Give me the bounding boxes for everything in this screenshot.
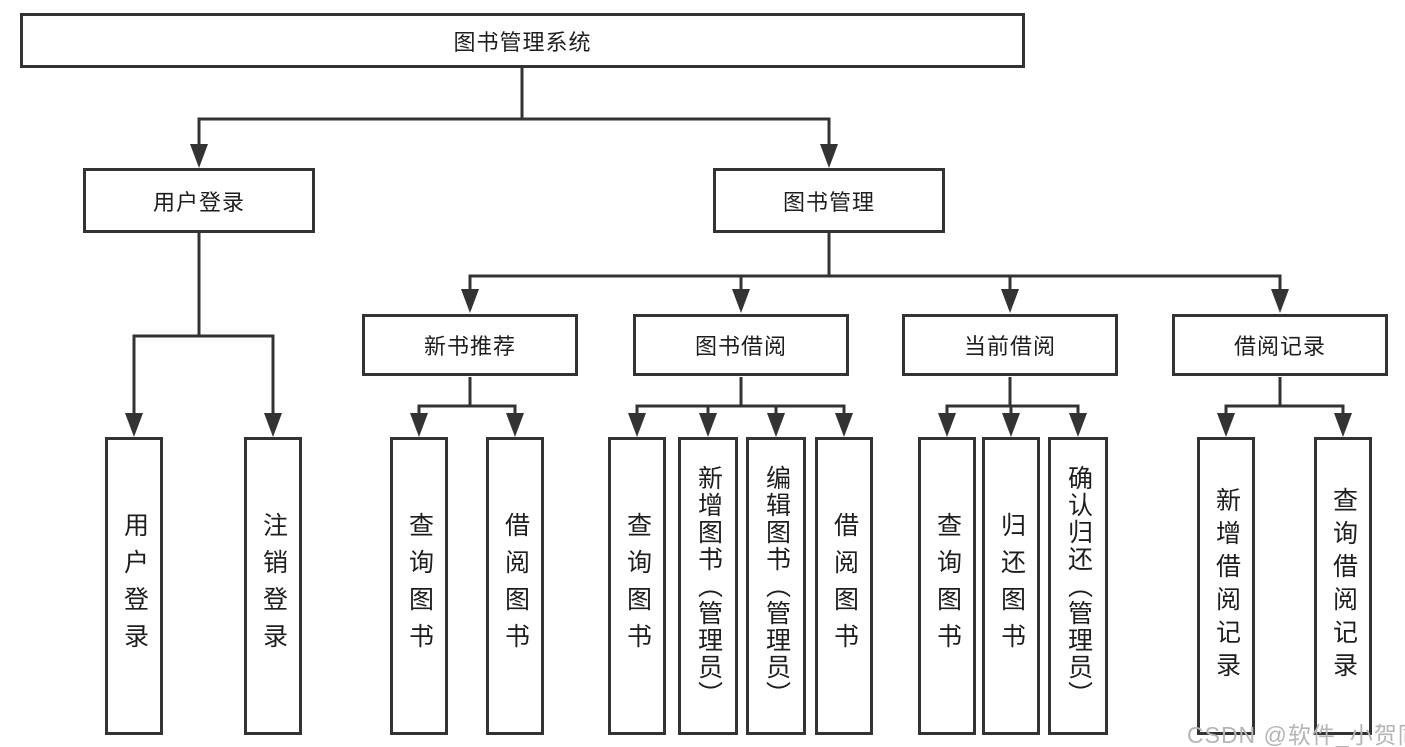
leaf-edit-book-admin: 编辑图书（管理员） <box>746 437 806 735</box>
leaf-borrow-books-borrowing: 借阅图书 <box>815 437 873 735</box>
leaf-add-book-admin: 新增图书（管理员） <box>678 437 738 735</box>
leaf-query-books-current-label: 查询图书 <box>933 512 962 660</box>
node-current-borrowing-label: 当前借阅 <box>963 334 1056 359</box>
leaf-borrow-books-recommend-label: 借阅图书 <box>501 512 530 660</box>
leaf-return-books-label: 归还图书 <box>997 512 1026 660</box>
leaf-return-books: 归还图书 <box>982 437 1040 735</box>
leaf-query-books-recommend-label: 查询图书 <box>405 512 434 660</box>
leaf-query-borrow-record: 查询借阅记录 <box>1314 437 1372 735</box>
leaf-user-login: 用户登录 <box>105 437 163 735</box>
leaf-logout: 注销登录 <box>244 437 302 735</box>
leaf-query-books-borrowing-label: 查询图书 <box>623 512 652 660</box>
node-root-label: 图书管理系统 <box>453 29 592 55</box>
node-user-login-label: 用户登录 <box>152 189 245 215</box>
watermark: CSDN @软件_小贺同学 <box>1187 722 1405 747</box>
leaf-edit-book-admin-label: 编辑图书（管理员） <box>762 464 791 708</box>
leaf-add-borrow-record-label: 新增借阅记录 <box>1212 487 1241 685</box>
arrowhead-icons <box>125 144 1352 437</box>
node-borrow-records-label: 借阅记录 <box>1233 334 1326 359</box>
leaf-query-books-recommend: 查询图书 <box>390 437 448 735</box>
node-book-borrowing-label: 图书借阅 <box>694 334 787 359</box>
node-user-login: 用户登录 <box>83 168 315 233</box>
leaf-query-books-current: 查询图书 <box>918 437 976 735</box>
node-root: 图书管理系统 <box>20 13 1025 68</box>
node-current-borrowing: 当前借阅 <box>902 314 1118 376</box>
leaf-query-borrow-record-label: 查询借阅记录 <box>1329 487 1358 685</box>
leaf-query-books-borrowing: 查询图书 <box>608 437 666 735</box>
node-book-management-label: 图书管理 <box>782 189 875 215</box>
node-book-borrowing: 图书借阅 <box>633 314 849 376</box>
leaf-borrow-books-borrowing-label: 借阅图书 <box>830 512 859 660</box>
leaf-user-login-label: 用户登录 <box>120 512 149 660</box>
leaf-borrow-books-recommend: 借阅图书 <box>486 437 544 735</box>
node-new-book-recommend: 新书推荐 <box>362 314 578 376</box>
leaf-confirm-return-admin: 确认归还（管理员） <box>1048 437 1108 735</box>
leaf-confirm-return-admin-label: 确认归还（管理员） <box>1064 464 1093 708</box>
leaf-logout-label: 注销登录 <box>259 512 288 660</box>
node-borrow-records: 借阅记录 <box>1172 314 1388 376</box>
node-new-book-recommend-label: 新书推荐 <box>423 334 516 359</box>
leaf-add-book-admin-label: 新增图书（管理员） <box>694 464 723 708</box>
node-book-management: 图书管理 <box>713 168 945 233</box>
leaf-add-borrow-record: 新增借阅记录 <box>1197 437 1255 735</box>
